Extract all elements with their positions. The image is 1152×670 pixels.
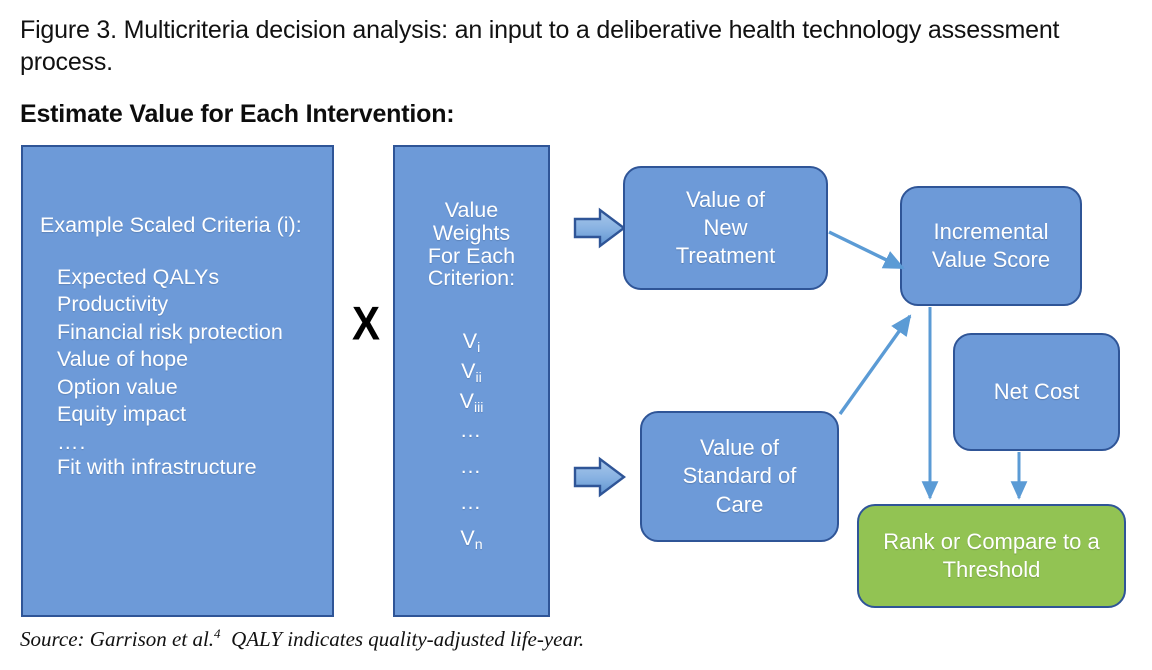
connector-standard-of-care-to-incremental-value bbox=[838, 314, 912, 415]
criteria-box-content: Example Scaled Criteria (i): Expected QA… bbox=[40, 213, 324, 485]
weight-ellipsis: … bbox=[459, 490, 484, 515]
net-cost-label: Net Cost bbox=[993, 378, 1080, 404]
value-of-standard-of-care-box: Value of Standard of Care bbox=[640, 411, 839, 542]
value-weights-box: Value Weights For Each Criterion: Vi Vii… bbox=[393, 145, 550, 617]
weight-symbol: Viii bbox=[459, 388, 484, 416]
value-of-standard-of-care-label: Value of Standard of Care bbox=[682, 435, 797, 517]
source-suffix: QALY indicates quality-adjusted life-yea… bbox=[231, 627, 585, 651]
criteria-box: Example Scaled Criteria (i): Expected QA… bbox=[21, 145, 334, 617]
weight-symbol: Vi bbox=[462, 329, 481, 357]
rank-or-compare-label: Rank or Compare to a Threshold bbox=[883, 528, 1100, 582]
net-cost-box: Net Cost bbox=[953, 333, 1120, 451]
weights-heading-line: Value bbox=[444, 198, 499, 222]
rank-or-compare-to-threshold-box: Rank or Compare to a Threshold bbox=[857, 504, 1126, 608]
figure-caption: Figure 3. Multicriteria decision analysi… bbox=[20, 16, 1060, 76]
weight-symbol: Vn bbox=[460, 525, 483, 553]
value-of-new-treatment-label: Value of New Treatment bbox=[675, 186, 776, 269]
value-weights-content: Value Weights For Each Criterion: Vi Vii… bbox=[395, 199, 548, 557]
criteria-item: Value of hope bbox=[57, 347, 189, 371]
figure-subtitle: Estimate Value for Each Intervention: bbox=[20, 100, 455, 128]
source-prefix: Source: Garrison et al. bbox=[20, 627, 215, 651]
weight-ellipsis: … bbox=[459, 454, 484, 479]
weight-symbol: Vii bbox=[461, 358, 482, 386]
incremental-value-score-box: Incremental Value Score bbox=[900, 186, 1082, 306]
weights-heading-line: Criterion: bbox=[427, 266, 516, 291]
block-arrow-right-icon bbox=[573, 207, 626, 249]
value-weights-heading: Value Weights For Each Criterion: bbox=[395, 199, 548, 290]
source-note: Source: Garrison et al.4 QALY indicates … bbox=[20, 626, 584, 652]
criteria-item: Productivity bbox=[57, 292, 169, 316]
weights-heading-line: For Each bbox=[427, 243, 516, 268]
weight-ellipsis: … bbox=[459, 418, 484, 443]
multiply-operator-symbol: X bbox=[352, 297, 381, 350]
block-arrow-right-icon bbox=[573, 456, 626, 498]
source-superscript: 4 bbox=[214, 626, 221, 641]
incremental-value-score-label: Incremental Value Score bbox=[931, 218, 1051, 272]
connector-new-treatment-to-incremental-value bbox=[828, 230, 905, 270]
criteria-item: Option value bbox=[57, 374, 178, 399]
value-of-new-treatment-box: Value of New Treatment bbox=[623, 166, 828, 290]
criteria-item: Expected QALYs bbox=[57, 264, 220, 289]
criteria-item: Equity impact bbox=[57, 402, 187, 426]
criteria-heading: Example Scaled Criteria (i): bbox=[40, 213, 302, 237]
criteria-item: Fit with infrastructure bbox=[57, 455, 257, 479]
criteria-item: Financial risk protection bbox=[57, 319, 283, 344]
weights-heading-line: Weights bbox=[432, 220, 511, 245]
criteria-item-ellipsis: …. bbox=[57, 429, 87, 454]
